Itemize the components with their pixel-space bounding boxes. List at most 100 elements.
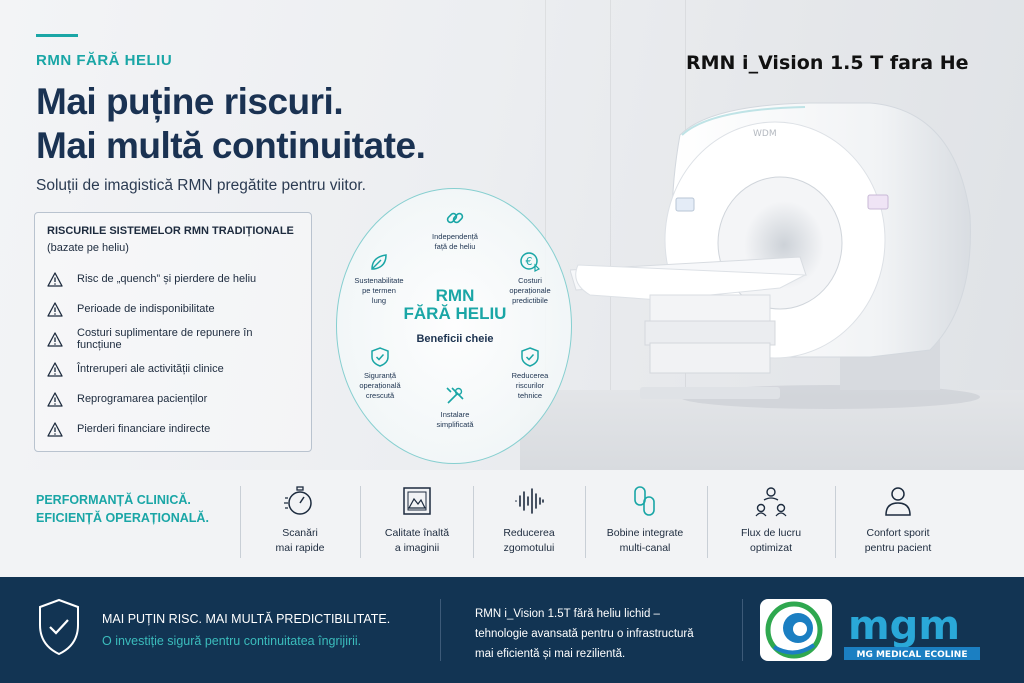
warning-icon: [47, 421, 63, 437]
workflow-icon: [755, 487, 787, 517]
logo-tagline: MG MEDICAL ECOLINE: [856, 650, 967, 660]
divider: [742, 599, 743, 661]
feature-optimized-workflow: Flux de lucru optimizat: [716, 484, 826, 556]
warning-icon: [47, 331, 63, 347]
benefit-line: simplificată: [436, 420, 474, 429]
footer-text-line: tehnologie avansată pentru o infrastruct…: [475, 628, 694, 640]
shield-check-icon: [39, 598, 79, 656]
footer-title: MAI PUȚIN RISC. MAI MULTĂ PREDICTIBILITA…: [102, 612, 391, 626]
product-title: RMN i_Vision 1.5 T fara He: [686, 52, 969, 74]
hero-subline: Soluții de imagistică RMN pregătite pent…: [36, 177, 366, 194]
risk-item: Reprogramarea pacienților: [47, 384, 299, 414]
risk-item: Perioade de indisponibilitate: [47, 294, 299, 324]
feature-integrated-coils: Bobine integrate multi-canal: [590, 484, 700, 556]
benefit-operational-safety: Siguranță operațională crescută: [345, 346, 415, 401]
footer-section: MAI PUȚIN RISC. MAI MULTĂ PREDICTIBILITA…: [0, 577, 1024, 683]
benefits-subtitle: Beneficii cheie: [416, 333, 494, 345]
feature-label: Bobine integrate: [606, 527, 684, 539]
divider: [835, 486, 836, 558]
footer-description: RMN i_Vision 1.5T fără heliu lichid – te…: [475, 604, 694, 664]
risk-item: Întreruperi ale activității clinice: [47, 354, 299, 384]
benefit-line: riscurilor: [515, 381, 545, 390]
benefit-line: Independență: [432, 232, 478, 241]
benefit-sustainability: Sustenabilitate pe termen lung: [343, 251, 415, 306]
benefit-predictable-costs: € Costuri operaționale predictibile: [495, 251, 565, 306]
footer-text-line: mai eficientă și mai rezilientă.: [475, 648, 626, 660]
mg-medical-ecoline-logo: mgm MG MEDICAL ECOLINE: [760, 599, 980, 661]
feature-label: pentru pacient: [864, 542, 932, 554]
divider: [473, 486, 474, 558]
feature-image-quality: Calitate înaltă a imaginii: [362, 484, 472, 556]
performance-strip: PERFORMANȚĂ CLINICĂ. EFICIENȚĂ OPERAȚION…: [0, 470, 1024, 577]
benefits-title-line-2: FĂRĂ HELIU: [403, 304, 507, 323]
risk-label: Risc de „quench” și pierdere de heliu: [77, 273, 257, 285]
accent-bar: [36, 34, 78, 37]
benefit-line: Siguranță: [363, 371, 397, 380]
headline-line-1: Mai puține riscuri.: [36, 81, 344, 122]
divider: [240, 486, 241, 558]
feature-label: Flux de lucru: [740, 527, 802, 539]
wall-line: [610, 0, 611, 470]
feature-label: mai rapide: [275, 542, 325, 554]
tools-icon: [446, 387, 464, 404]
hero-headline: Mai puține riscuri. Mai multă continuita…: [36, 80, 426, 168]
wall-line: [545, 0, 546, 470]
feature-noise-reduction: Reducerea zgomotului: [474, 484, 584, 556]
feature-label: Calitate înaltă: [384, 527, 450, 539]
hero-eyebrow: RMN FĂRĂ HELIU: [36, 52, 173, 69]
feature-label: zgomotului: [503, 542, 555, 554]
stopwatch-icon: [284, 486, 312, 515]
benefit-helium-independence: Independență față de heliu: [415, 207, 495, 252]
feature-label: Scanări: [282, 527, 318, 539]
soundwave-icon: [515, 488, 544, 514]
benefits-title: RMN FĂRĂ HELIU: [337, 287, 573, 323]
benefit-simplified-install: Instalare simplificată: [420, 385, 490, 430]
patient-icon: [885, 487, 911, 516]
risk-item: Pierderi financiare indirecte: [47, 414, 299, 444]
benefit-line: operațională: [359, 381, 401, 390]
risks-title: RISCURILE SISTEMELOR RMN TRADIȚIONALE: [47, 225, 294, 237]
divider: [585, 486, 586, 558]
performance-title-line-2: EFICIENȚĂ OPERAȚIONALĂ.: [36, 511, 209, 525]
feature-label: optimizat: [749, 542, 792, 554]
logo-wordmark: mgm: [848, 603, 960, 649]
risk-item: Risc de „quench” și pierdere de heliu: [47, 264, 299, 294]
svg-text:€: €: [526, 255, 533, 268]
benefit-technical-risk-reduction: Reducerea riscurilor tehnice: [495, 346, 565, 401]
risks-list: Risc de „quench” și pierdere de heliu Pe…: [47, 264, 299, 444]
euro-icon: €: [520, 252, 541, 272]
divider: [707, 486, 708, 558]
risk-label: Pierderi financiare indirecte: [77, 423, 211, 435]
benefit-line: predictibile: [512, 296, 548, 305]
benefits-title-line-1: RMN: [435, 286, 475, 305]
shield-check-icon: [371, 347, 389, 367]
risk-label: Perioade de indisponibilitate: [77, 303, 215, 315]
headline-line-2: Mai multă continuitate.: [36, 125, 426, 166]
benefit-line: tehnice: [517, 391, 543, 400]
link-icon: [446, 212, 464, 224]
benefit-line: Costuri: [518, 276, 542, 285]
benefit-line: lung: [371, 296, 387, 305]
divider: [360, 486, 361, 558]
benefit-line: față de heliu: [434, 242, 476, 251]
warning-icon: [47, 361, 63, 377]
risk-label: Întreruperi ale activității clinice: [77, 363, 224, 375]
traditional-risks-panel: RISCURILE SISTEMELOR RMN TRADIȚIONALE (b…: [34, 212, 312, 452]
feature-label: multi-canal: [619, 542, 671, 554]
leaf-icon: [371, 254, 387, 270]
feature-patient-comfort: Confort sporit pentru pacient: [843, 484, 953, 556]
warning-icon: [47, 301, 63, 317]
feature-faster-scans: Scanări mai rapide: [245, 484, 355, 556]
image-icon: [403, 487, 431, 515]
benefit-line: Sustenabilitate: [354, 276, 404, 285]
machine-brand: WDM: [753, 129, 777, 139]
warning-icon: [47, 391, 63, 407]
risk-label: Costuri suplimentare de repunere în func…: [77, 327, 253, 351]
benefit-line: Instalare: [440, 410, 470, 419]
risks-subtitle: (bazate pe heliu): [47, 242, 129, 254]
benefit-line: Reducerea: [511, 371, 549, 380]
coil-icon: [634, 486, 655, 516]
benefit-line: operaționale: [509, 286, 551, 295]
benefit-line: pe termen: [362, 286, 396, 295]
warning-icon: [47, 271, 63, 287]
